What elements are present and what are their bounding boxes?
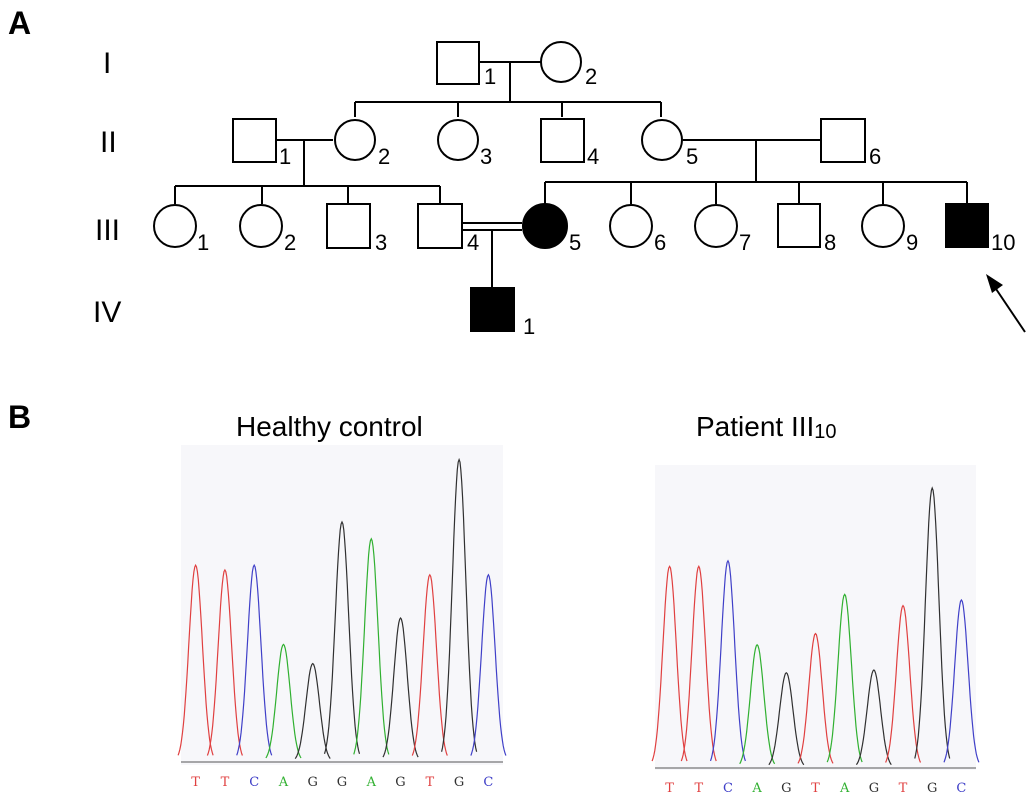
base-call-label: T xyxy=(221,775,230,790)
trace-peak xyxy=(294,662,331,759)
chromatogram-background xyxy=(181,445,503,765)
individual-number: 4 xyxy=(467,230,479,255)
individual-iii-8 xyxy=(777,203,821,248)
base-call-label: G xyxy=(927,781,937,796)
individual-number: 9 xyxy=(906,230,918,255)
individual-number: 5 xyxy=(569,230,581,255)
individual-i-2 xyxy=(540,41,582,83)
chromatogram-background xyxy=(655,465,976,770)
individual-number: 1 xyxy=(279,144,291,169)
trace-peak xyxy=(411,573,448,756)
trace-peak xyxy=(353,537,390,755)
individual-ii-6 xyxy=(820,118,866,163)
trace-peak xyxy=(651,565,688,762)
individual-ii-1 xyxy=(232,118,277,163)
trace-peak xyxy=(885,604,922,763)
individual-iii-6 xyxy=(609,204,653,248)
trace-peak xyxy=(441,457,478,752)
base-call-label: C xyxy=(483,775,493,790)
individual-iii-2 xyxy=(239,204,283,248)
trace-peak xyxy=(323,520,361,754)
base-call-label: G xyxy=(869,781,879,796)
trace-peak xyxy=(680,565,717,762)
base-call-label: C xyxy=(249,775,259,790)
trace-peak xyxy=(826,593,863,763)
trace-peak xyxy=(797,632,834,764)
individual-number: 1 xyxy=(523,314,535,339)
individual-iii-9 xyxy=(861,204,905,248)
base-call-label: T xyxy=(899,781,908,796)
base-call-label: C xyxy=(723,781,733,796)
individual-i-1 xyxy=(436,41,480,85)
generation-label: IV xyxy=(93,296,121,329)
trace-peak xyxy=(709,559,746,762)
individual-number: 3 xyxy=(375,230,387,255)
trace-peak xyxy=(943,598,980,763)
generation-label: II xyxy=(100,126,117,159)
base-call-label: T xyxy=(694,781,703,796)
base-call-label: C xyxy=(956,781,966,796)
base-call-label: G xyxy=(308,775,318,790)
individual-number: 1 xyxy=(197,230,209,255)
base-call-label: T xyxy=(191,775,200,790)
individual-iii-4 xyxy=(417,203,463,249)
individual-number: 1 xyxy=(484,64,496,89)
generation-label: I xyxy=(103,47,111,80)
individual-ii-4 xyxy=(540,118,585,163)
individual-ii-5 xyxy=(641,119,683,161)
trace-peak xyxy=(768,671,805,766)
individual-ii-3 xyxy=(437,119,479,161)
individual-number: 2 xyxy=(378,144,390,169)
trace-peak xyxy=(177,563,214,756)
base-call-label: G xyxy=(395,775,405,790)
individual-iii-3 xyxy=(326,203,371,249)
chromatogram-title-control: Healthy control xyxy=(236,411,423,442)
individual-iv-1 xyxy=(470,287,515,332)
individual-number: 4 xyxy=(587,144,599,169)
base-call-label: A xyxy=(839,781,850,796)
trace-peak xyxy=(914,486,951,759)
individual-iii-10-proband xyxy=(945,203,989,248)
individual-number: 7 xyxy=(739,230,751,255)
individual-number: 3 xyxy=(480,144,492,169)
base-call-label: G xyxy=(337,775,347,790)
individual-number: 5 xyxy=(686,144,698,169)
panel-a-label: A xyxy=(8,5,31,41)
generation-label: III xyxy=(95,214,120,247)
chromatogram-title-patient-main: Patient III xyxy=(696,411,814,442)
individual-number: 6 xyxy=(654,230,666,255)
base-call-label: G xyxy=(454,775,464,790)
trace-peak xyxy=(470,573,507,756)
base-call-label: T xyxy=(811,781,820,796)
trace-peak xyxy=(265,643,302,759)
individual-number: 2 xyxy=(284,230,296,255)
chromatogram-title-patient: Patient III10 xyxy=(696,411,837,443)
base-call-label: A xyxy=(278,775,289,790)
individual-number: 10 xyxy=(991,230,1015,255)
trace-peak xyxy=(206,568,243,756)
pedigree-lines xyxy=(174,61,1026,333)
individual-iii-5 xyxy=(522,203,568,249)
chromatogram-title-patient-sub: 10 xyxy=(814,421,836,443)
individual-number: 6 xyxy=(869,144,881,169)
trace-peak xyxy=(855,669,892,766)
individual-number: 8 xyxy=(824,230,836,255)
individual-ii-2 xyxy=(334,119,376,161)
panel-b-label: B xyxy=(8,399,31,435)
trace-peak xyxy=(739,643,776,765)
base-call-label: A xyxy=(366,775,377,790)
base-call-label: G xyxy=(781,781,791,796)
base-call-label: T xyxy=(425,775,434,790)
base-call-label: A xyxy=(751,781,762,796)
individual-iii-1 xyxy=(153,204,197,248)
trace-peak xyxy=(236,563,273,756)
base-call-label: T xyxy=(665,781,674,796)
individual-iii-7 xyxy=(694,204,738,248)
individual-number: 2 xyxy=(585,64,597,89)
trace-peak xyxy=(382,616,419,758)
